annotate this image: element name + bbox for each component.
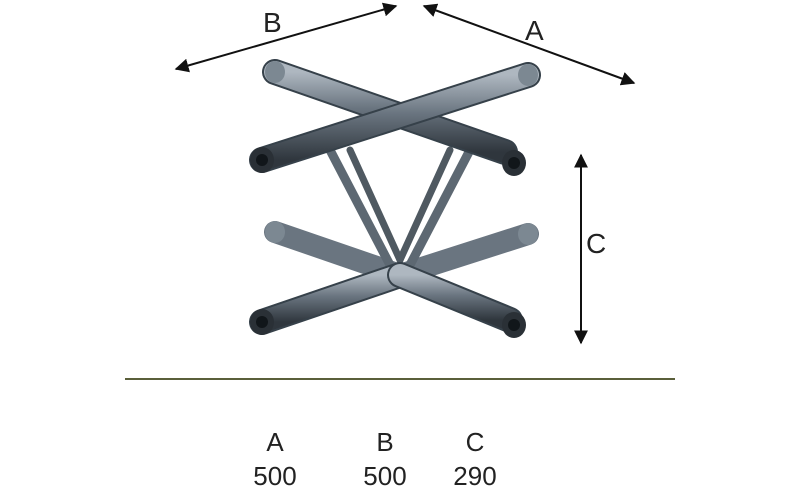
column-header-c: C — [465, 427, 485, 457]
column-value-a: 500 — [253, 461, 297, 491]
column-value-c: 290 — [453, 461, 497, 491]
dimension-label-b: B — [263, 7, 282, 38]
dimension-arrow-a — [422, 3, 636, 86]
column-header-b: B — [376, 427, 394, 457]
dimension-arrow-b — [174, 2, 398, 73]
dimension-label-a: A — [525, 15, 544, 46]
dimension-column-c: C 290 — [430, 425, 520, 493]
column-header-a: A — [266, 427, 284, 457]
dimension-label-c: C — [586, 228, 606, 259]
dimension-table: A 500 B 500 C 290 — [230, 425, 530, 500]
dimension-column-a: A 500 — [230, 425, 320, 493]
truss-cross-junction — [249, 59, 541, 338]
dimension-column-b: B 500 — [340, 425, 430, 493]
column-value-b: 500 — [363, 461, 407, 491]
